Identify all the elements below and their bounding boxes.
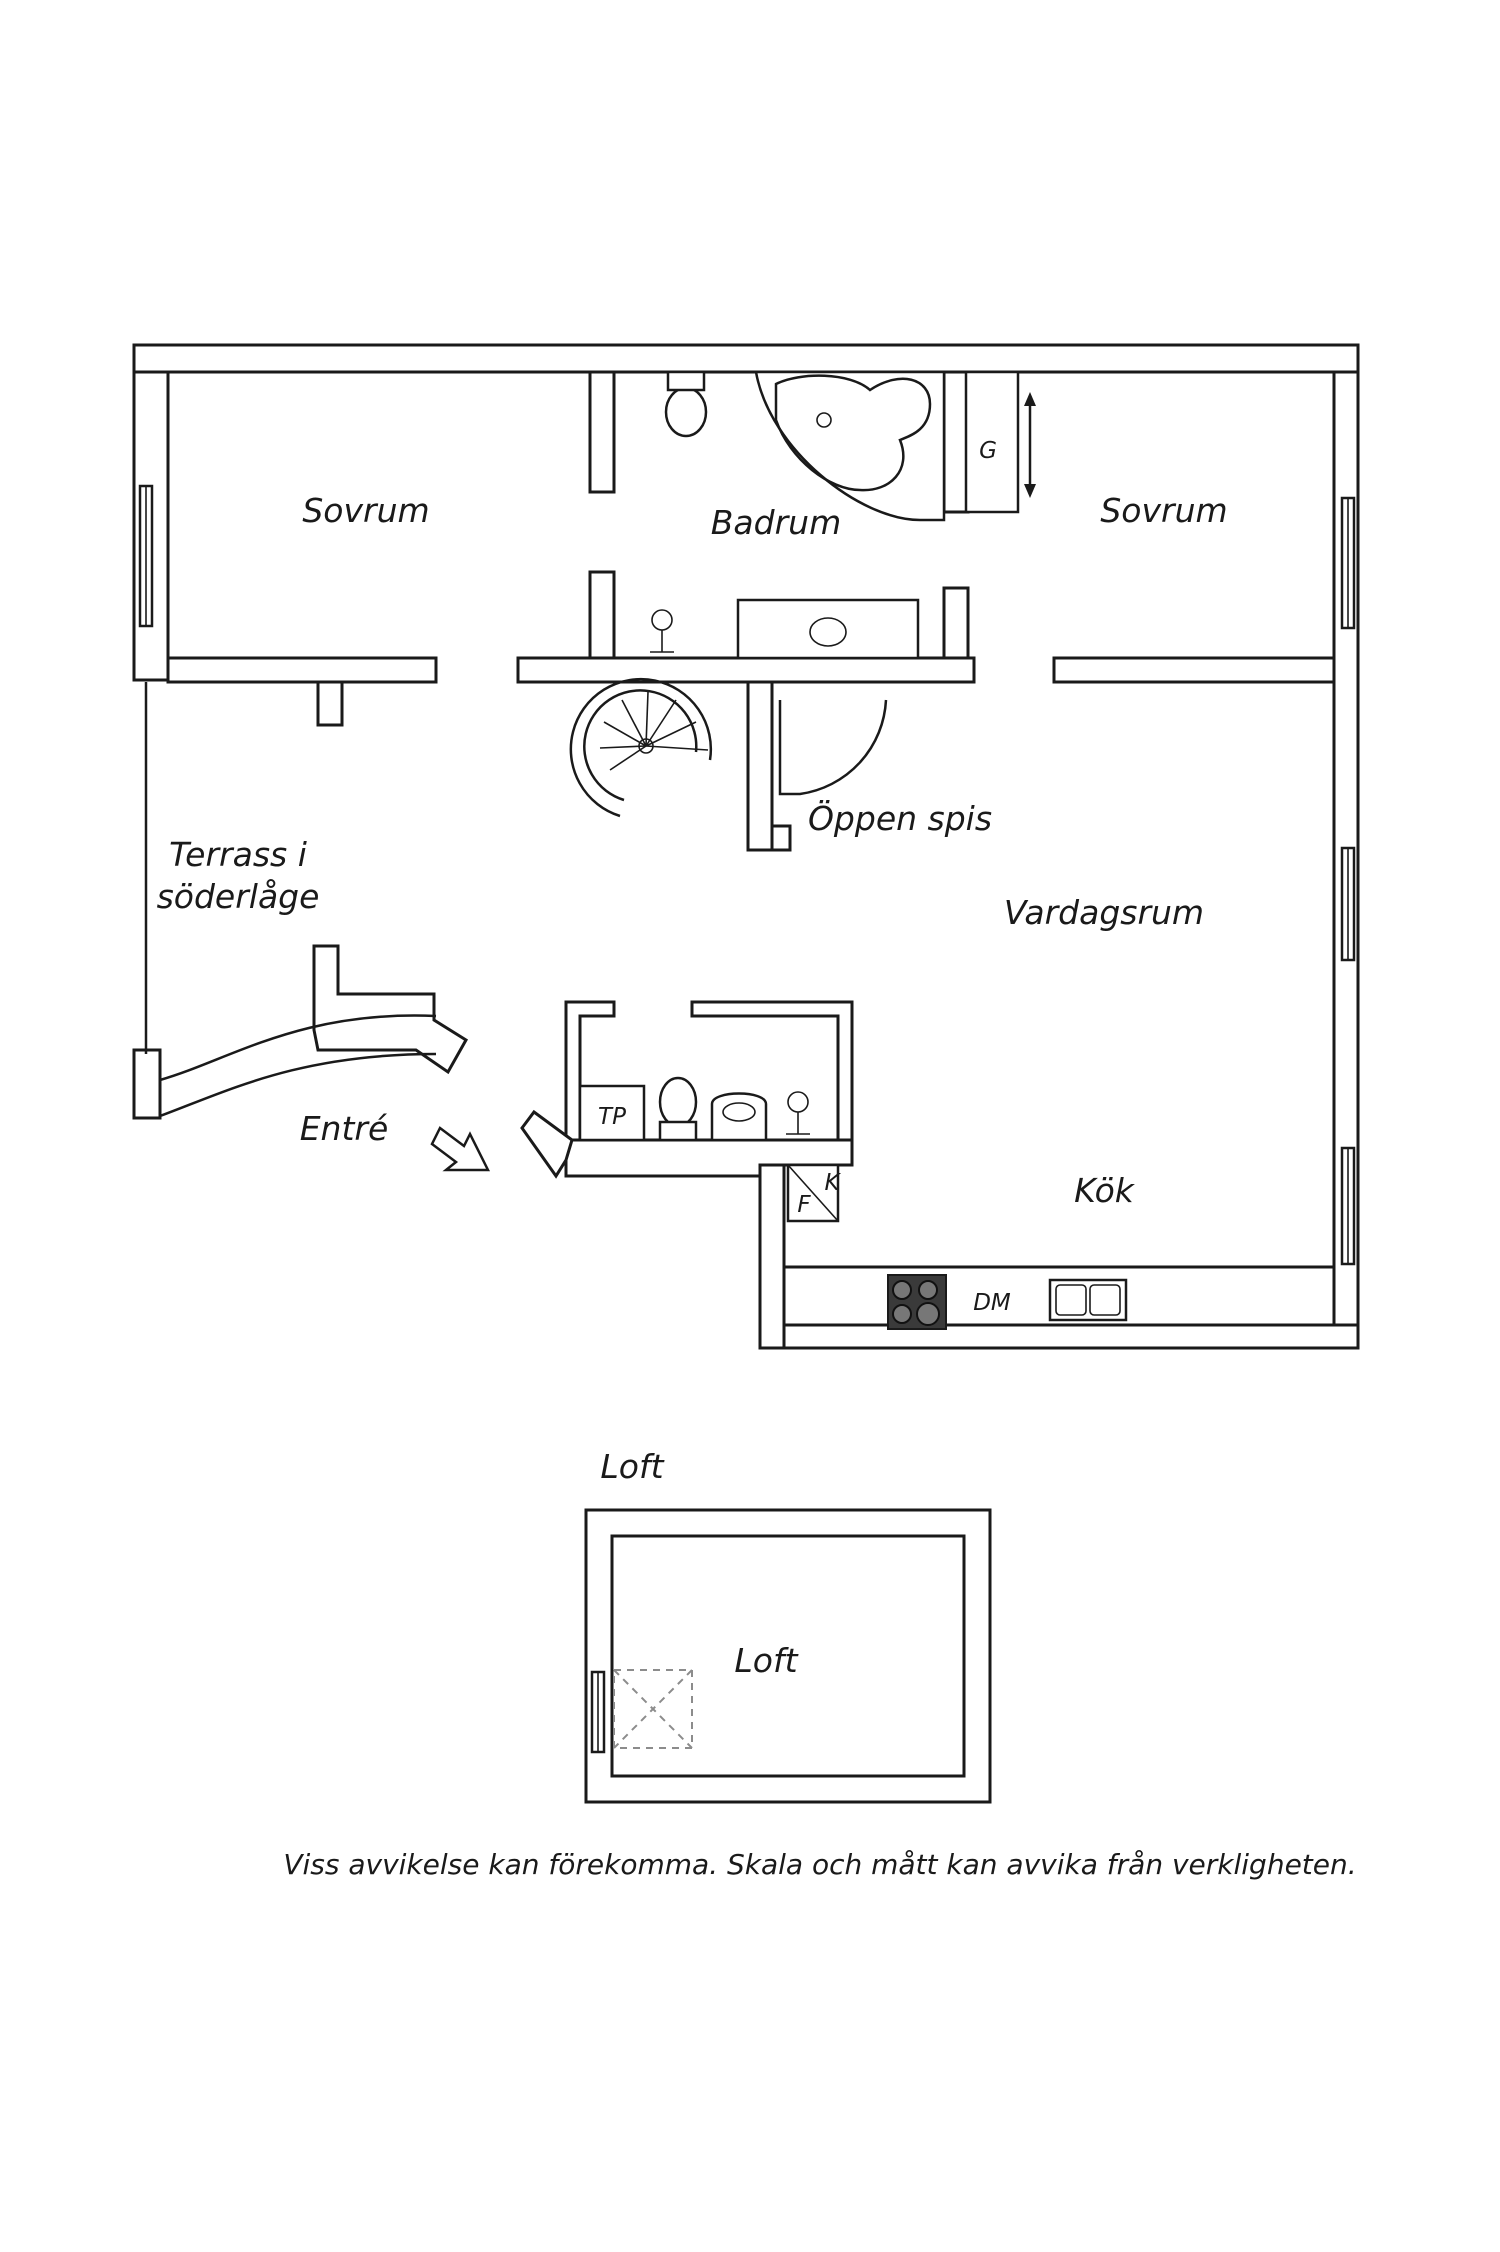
fixture-label-laundry: TP xyxy=(598,1104,626,1130)
room-label-terrace-line2: söderlåge xyxy=(157,877,320,916)
room-label-bedroom-east: Sovrum xyxy=(1100,491,1227,530)
windows xyxy=(138,484,1356,1266)
room-label-living-room: Vardagsrum xyxy=(1004,893,1204,932)
fixture-label-wardrobe: G xyxy=(979,438,997,464)
spiral-stair-icon xyxy=(569,677,713,818)
disclaimer-note: Viss avvikelse kan förekomma. Skala och … xyxy=(283,1848,1356,1881)
loft-walls xyxy=(584,1508,992,1804)
room-label-terrace-line1: Terrass i xyxy=(169,835,307,874)
sink-icon xyxy=(1048,1278,1128,1322)
kitchen-fixtures xyxy=(786,1163,1128,1330)
fixture-label-fridge: K xyxy=(824,1170,841,1196)
room-label-entrance: Entré xyxy=(300,1109,389,1148)
room-labels: Sovrum Badrum Sovrum G Öppen spis Terras… xyxy=(157,438,1228,1316)
bath2-fixtures xyxy=(578,1076,810,1142)
room-label-bathroom: Badrum xyxy=(711,503,841,542)
room-label-bedroom-west: Sovrum xyxy=(302,491,429,530)
bathroom-fixtures xyxy=(650,370,1036,660)
room-label-fireplace: Öppen spis xyxy=(808,798,992,838)
loft-labels: Loft Loft xyxy=(600,1447,798,1680)
room-label-loft: Loft xyxy=(734,1641,798,1680)
fixture-label-freezer: F xyxy=(797,1192,811,1218)
entrance-arrow-icon xyxy=(430,1126,491,1172)
room-label-kitchen: Kök xyxy=(1074,1171,1136,1210)
terrace-railing xyxy=(144,682,437,1118)
fixture-label-dishwasher: DM xyxy=(973,1290,1011,1316)
fireplace-door-arc xyxy=(778,699,888,796)
loft-heading: Loft xyxy=(600,1447,664,1486)
